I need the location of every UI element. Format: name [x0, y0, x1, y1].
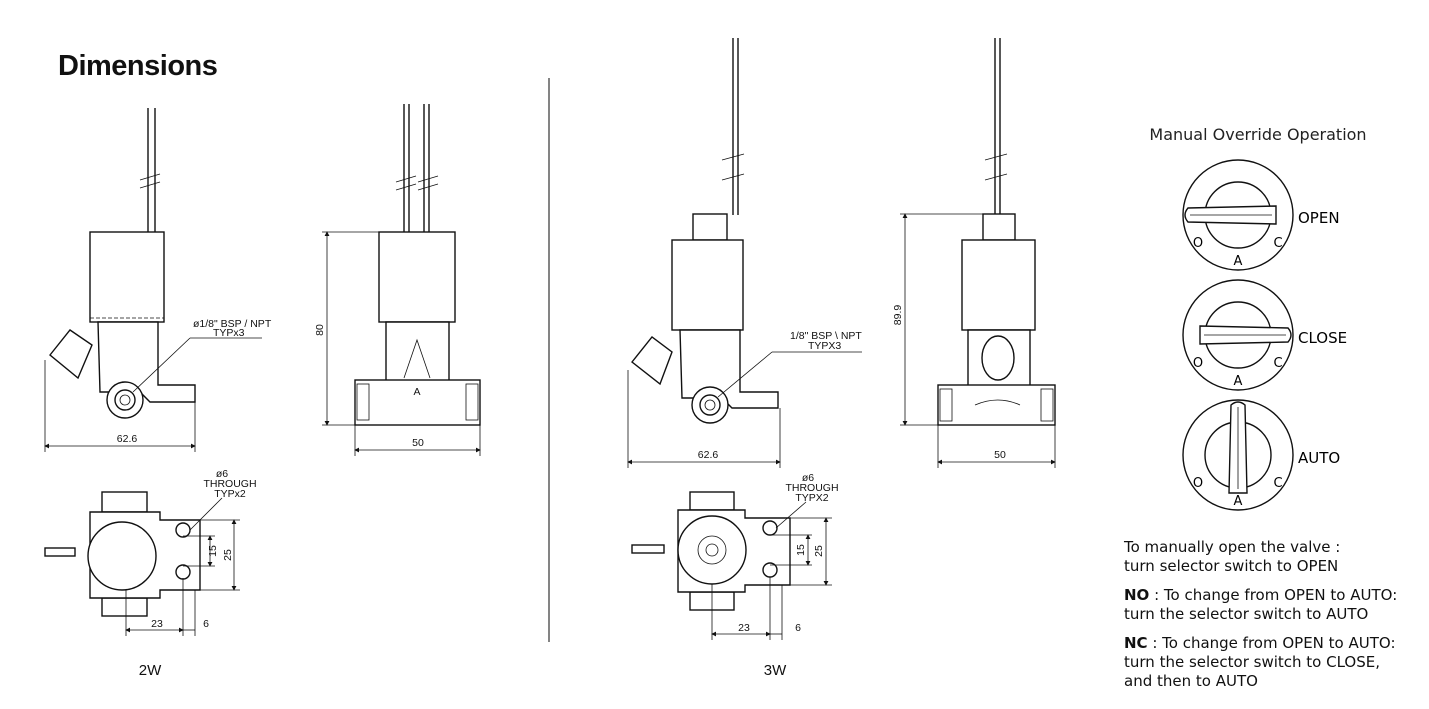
- port-letter-left: O: [1193, 236, 1203, 251]
- override-position-label: CLOSE: [1298, 329, 1347, 347]
- 2w-side-width-label: 62.6: [117, 433, 138, 445]
- note-no-key: NO: [1124, 586, 1150, 604]
- override-knob-auto: O A C AUTO: [1182, 399, 1340, 511]
- 3w-hole-count: TYPX2: [795, 492, 828, 504]
- 3w-front-view: 89.9 50: [892, 38, 1056, 468]
- note-open-line1: To manually open the valve :: [1124, 538, 1341, 556]
- 3w-port-note: 1/8" BSP \ NPT: [790, 330, 862, 342]
- 2w-port-note-count: TYPx3: [213, 327, 245, 339]
- 2w-hole-count: TYPx2: [214, 488, 246, 500]
- note-no-line1: : To change from OPEN to AUTO:: [1149, 586, 1398, 604]
- override-position-label: AUTO: [1298, 449, 1340, 467]
- 3w-top-dim-25: 25: [813, 545, 825, 557]
- port-letter-center: A: [1234, 374, 1243, 389]
- note-no-line2: turn the selector switch to AUTO: [1124, 605, 1369, 623]
- 2w-label: 2W: [139, 662, 162, 679]
- manual-override-notes: To manually open the valve :turn selecto…: [1124, 538, 1397, 701]
- 3w-top-dim-15: 15: [795, 544, 807, 556]
- port-letter-right: C: [1273, 476, 1282, 491]
- 2w-top-dim-15: 15: [207, 545, 219, 557]
- 3w-label: 3W: [764, 662, 787, 679]
- 2w-front-width-label: 50: [412, 437, 424, 449]
- 2w-front-height-label: 80: [314, 324, 326, 336]
- 3w-side-view: 1/8" BSP \ NPT TYPX3 62.6: [627, 38, 862, 468]
- 2w-front-view: A 80 50: [314, 104, 481, 456]
- selector-handle: [1228, 401, 1248, 494]
- 2w-hole-diameter: ø6: [216, 468, 228, 480]
- manual-override-title: Manual Override Operation: [1149, 125, 1366, 144]
- selector-handle: [1199, 325, 1292, 345]
- 3w-front-width-label: 50: [994, 449, 1006, 461]
- 3w-port-note-count: TYPX3: [808, 340, 841, 352]
- 2w-front-port-letter-a: A: [413, 386, 420, 398]
- 2w-top-dim-23: 23: [151, 618, 163, 630]
- note-nc-key: NC: [1124, 634, 1148, 652]
- 2w-top-dim-6: 6: [203, 618, 209, 630]
- note-nc-line2: turn the selector switch to CLOSE,: [1124, 653, 1380, 671]
- 2w-top-dim-25: 25: [222, 549, 234, 561]
- note-nc-line3: and then to AUTO: [1124, 672, 1258, 690]
- 2w-top-view: ø6 THROUGH TYPx2 15 25 23 6: [44, 468, 257, 636]
- 2w-port-note: ø1/8" BSP / NPT: [193, 318, 272, 330]
- override-knob-close: O A C CLOSE: [1182, 279, 1347, 391]
- port-letter-center: A: [1234, 494, 1243, 509]
- port-letter-right: C: [1273, 236, 1282, 251]
- override-position-label: OPEN: [1298, 209, 1340, 227]
- note-nc-line1: : To change from OPEN to AUTO:: [1147, 634, 1396, 652]
- 2w-hole-through: THROUGH: [203, 478, 256, 490]
- page-title: Dimensions: [58, 50, 218, 82]
- 3w-hole-diameter: ø6: [802, 472, 814, 484]
- port-letter-left: O: [1193, 476, 1203, 491]
- selector-handle: [1184, 205, 1277, 225]
- 3w-top-view: ø6 THROUGH TYPX2 15 25 23 6: [631, 472, 839, 640]
- note-open-line2: turn selector switch to OPEN: [1124, 557, 1339, 575]
- port-letter-center: A: [1234, 254, 1243, 269]
- 3w-top-dim-23: 23: [738, 622, 750, 634]
- port-letter-right: C: [1273, 356, 1282, 371]
- 3w-front-height-label: 89.9: [892, 305, 904, 326]
- 3w-top-dim-6: 6: [795, 622, 801, 634]
- port-letter-left: O: [1193, 356, 1203, 371]
- override-knob-open: O A C OPEN: [1182, 159, 1340, 271]
- 2w-side-view: 62.6 ø1/8" BSP / NPT TYPx3: [44, 108, 272, 452]
- 3w-side-width-label: 62.6: [698, 449, 719, 461]
- 3w-hole-through: THROUGH: [785, 482, 838, 494]
